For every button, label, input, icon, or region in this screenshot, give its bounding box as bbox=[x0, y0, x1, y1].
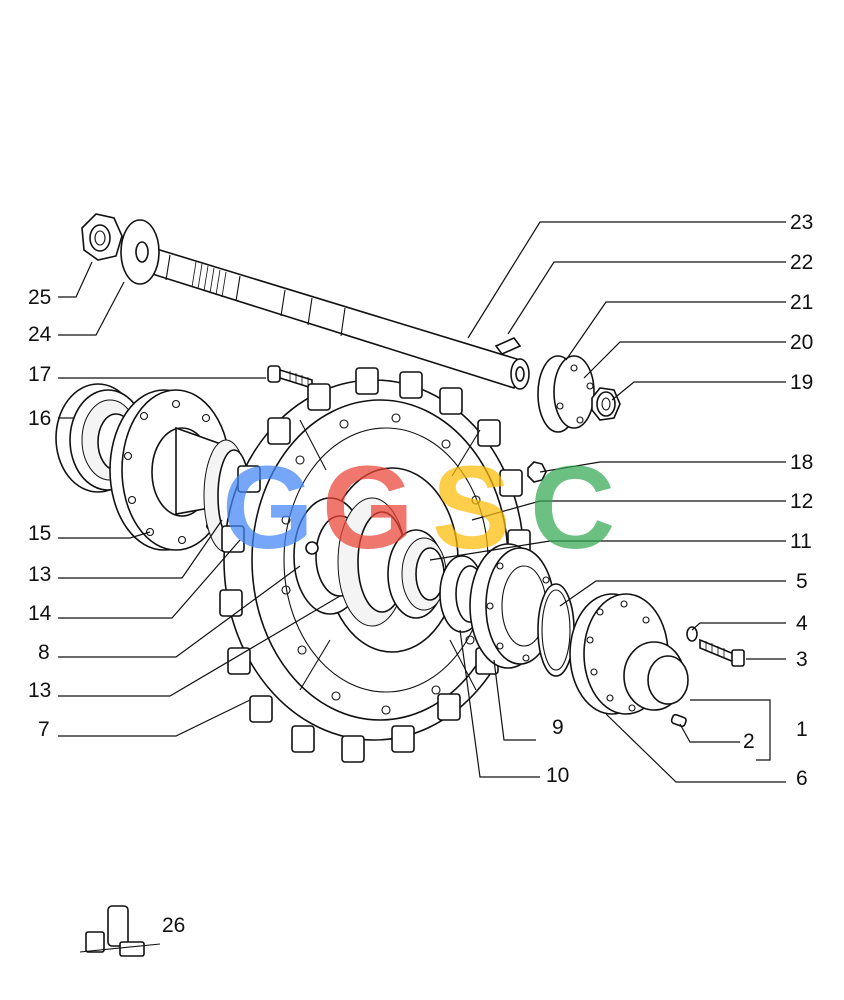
callout-24: 24 bbox=[28, 323, 52, 346]
callout-11: 11 bbox=[790, 530, 812, 553]
callout-1: 1 bbox=[796, 718, 808, 741]
watermark-letter-3: S bbox=[432, 442, 511, 574]
callout-4: 4 bbox=[796, 612, 808, 635]
callout-16: 16 bbox=[28, 407, 51, 430]
callout-20: 20 bbox=[790, 331, 813, 354]
callout-15: 15 bbox=[28, 522, 51, 545]
watermark-letter-1: G bbox=[222, 442, 314, 574]
bearing-cone-part bbox=[387, 529, 447, 619]
inner-flange-part bbox=[109, 389, 233, 551]
nut-part bbox=[527, 461, 547, 483]
callout-25: 25 bbox=[28, 286, 51, 309]
kit-label-26: 26 bbox=[162, 914, 185, 937]
callout-18: 18 bbox=[790, 451, 813, 474]
callout-22: 22 bbox=[790, 251, 813, 274]
callout-13-upper: 13 bbox=[28, 563, 51, 586]
watermark-logo: G G S C bbox=[222, 442, 615, 574]
callout-8: 8 bbox=[38, 641, 50, 664]
callout-7: 7 bbox=[38, 718, 50, 741]
lock-washer-part bbox=[686, 626, 698, 642]
hub-nut-part bbox=[591, 387, 621, 421]
washer-part bbox=[120, 219, 160, 285]
end-cover-part bbox=[569, 593, 689, 715]
callout-23: 23 bbox=[790, 211, 813, 234]
woodruff-key-part bbox=[494, 337, 522, 355]
bolt-part bbox=[699, 638, 745, 667]
callout-5: 5 bbox=[796, 570, 808, 593]
callout-labels: 23 22 21 20 19 18 12 11 5 4 3 1 2 6 10 9… bbox=[28, 211, 813, 790]
callout-6: 6 bbox=[796, 767, 808, 790]
watermark-letter-4: C bbox=[530, 442, 615, 574]
shaft-flange-part bbox=[537, 355, 595, 433]
callout-9: 9 bbox=[552, 716, 564, 739]
dowel-pin-part bbox=[670, 713, 687, 728]
callout-3: 3 bbox=[796, 648, 808, 671]
shaft-nut-part bbox=[81, 213, 123, 261]
o-ring-part bbox=[537, 583, 575, 677]
callout-14: 14 bbox=[28, 602, 52, 625]
callout-12: 12 bbox=[790, 490, 813, 513]
callout-13-lower: 13 bbox=[28, 679, 51, 702]
kit-icon bbox=[79, 905, 161, 957]
callout-2: 2 bbox=[743, 730, 755, 753]
drive-shaft bbox=[139, 244, 530, 390]
watermark-letter-2: G bbox=[322, 442, 414, 574]
callout-19: 19 bbox=[790, 371, 813, 394]
callout-10: 10 bbox=[546, 764, 569, 787]
leader-lines bbox=[58, 221, 786, 783]
callout-21: 21 bbox=[790, 291, 813, 314]
capscrew-part bbox=[267, 365, 313, 390]
callout-17: 17 bbox=[28, 363, 51, 386]
